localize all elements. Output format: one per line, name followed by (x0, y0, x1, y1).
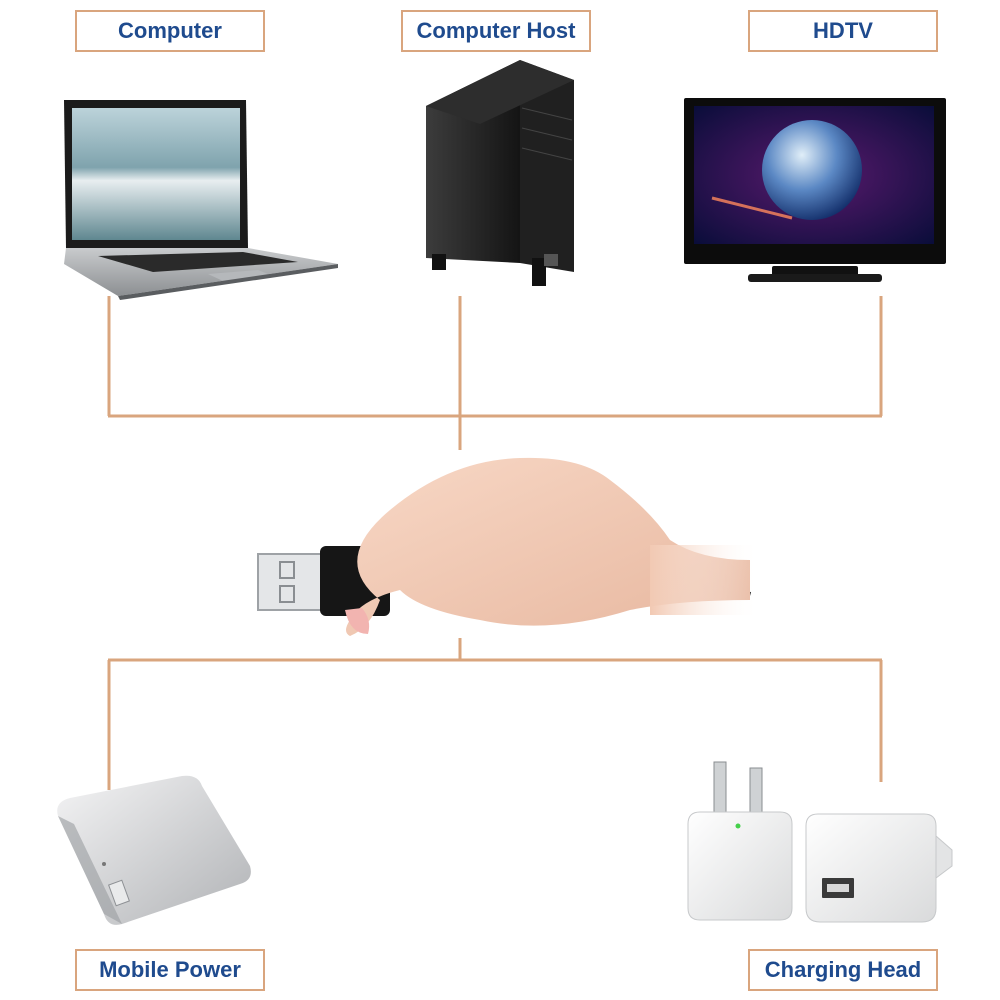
power-bank-icon (57, 775, 251, 925)
computer-host-label: Computer Host (401, 10, 591, 52)
laptop-icon (64, 100, 338, 300)
charger-adapter-icon (687, 761, 953, 923)
tv-icon (684, 98, 946, 282)
hand-usb-cable-icon (257, 457, 760, 636)
hdtv-label: HDTV (748, 10, 938, 52)
computer-label: Computer (75, 10, 265, 52)
mobile-power-label: Mobile Power (75, 949, 265, 991)
charging-head-label: Charging Head (748, 949, 938, 991)
computer-tower-icon (426, 60, 574, 286)
